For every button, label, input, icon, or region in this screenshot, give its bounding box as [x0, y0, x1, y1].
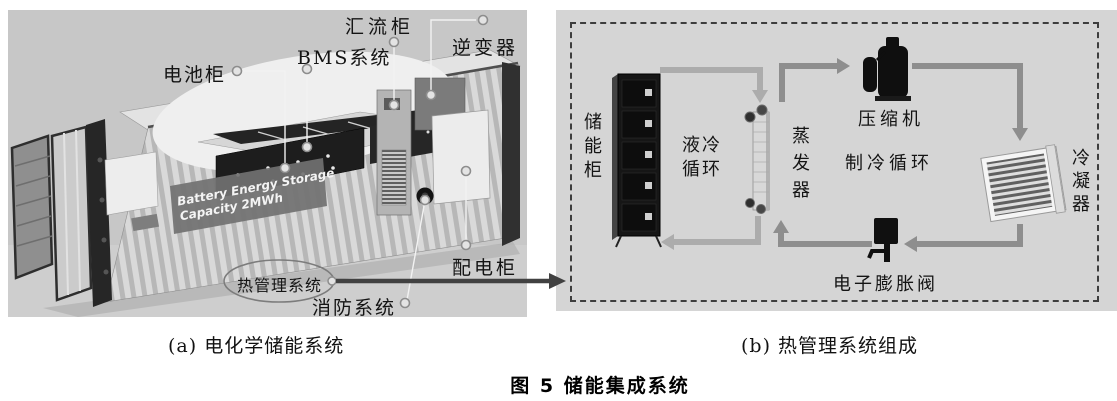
label-liquid-cooling-cycle: 液冷 循环	[682, 135, 722, 180]
label-evaporator: 蒸发器	[789, 126, 810, 207]
label-fire-system: 消防系统	[312, 297, 397, 319]
container-illustration: Battery Energy Storage Capacity 2MWh	[10, 49, 521, 307]
container-doors	[10, 119, 159, 307]
label-storage-cabinet: 储能柜	[581, 112, 602, 184]
caption-panel-b: (b) 热管理系统组成	[741, 335, 919, 357]
thermal-system-dashed-border	[570, 22, 1099, 302]
storage-container-photo: Battery Energy Storage Capacity 2MWh	[8, 10, 527, 317]
label-expansion-valve: 电子膨胀阀	[833, 274, 938, 295]
callout-rings	[231, 14, 489, 309]
label-distribution-cabinet: 配电柜	[452, 257, 519, 279]
label-compressor: 压缩机	[858, 109, 924, 130]
caption-panel-a: (a) 电化学储能系统	[168, 335, 345, 357]
label-inverter: 逆变器	[452, 37, 519, 59]
figure-caption: 图 5 储能集成系统	[510, 375, 690, 397]
label-refrigeration-cycle: 制冷循环	[845, 153, 933, 174]
label-condenser: 冷凝器	[1069, 148, 1090, 217]
label-battery-cabinet: 电池柜	[163, 64, 227, 86]
label-bms-system: BMS系统	[297, 47, 392, 69]
label-thermal-system: 热管理系统	[237, 276, 323, 295]
callout-leaders	[242, 19, 476, 301]
label-combiner-cabinet: 汇流柜	[345, 16, 415, 38]
